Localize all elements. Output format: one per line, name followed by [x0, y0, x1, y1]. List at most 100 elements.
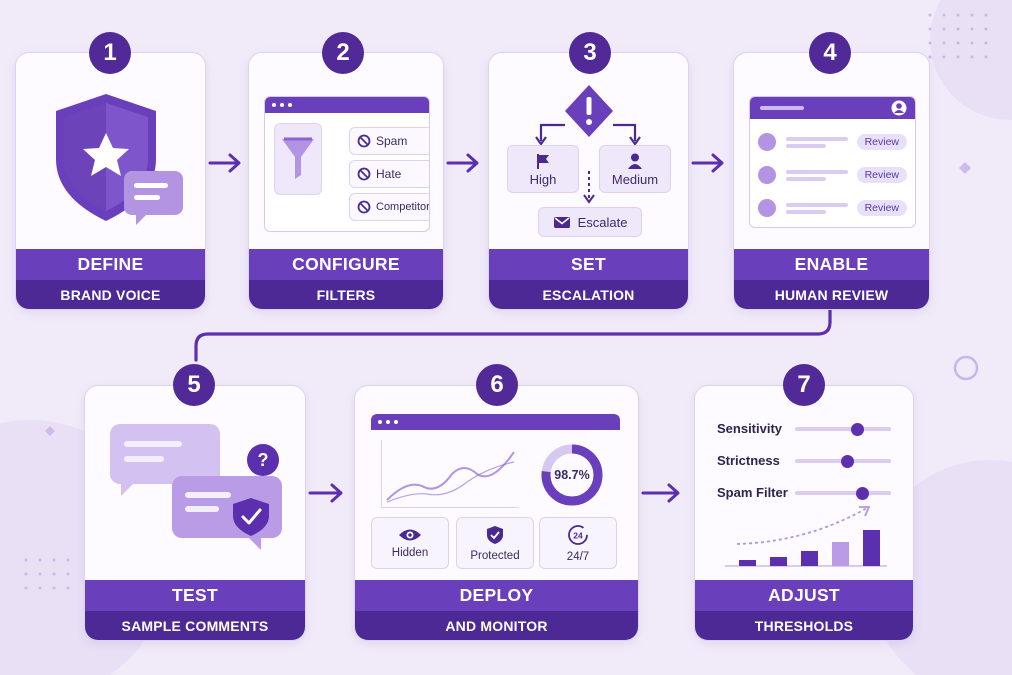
step-7-card: Sensitivity Strictness Spam Filter ADJUS… — [694, 385, 914, 641]
trend-arrowhead — [859, 506, 871, 517]
step-7-title: ADJUST — [695, 580, 913, 611]
funnel-icon — [282, 137, 314, 179]
step-2-subtitle: FILTERS — [249, 280, 443, 309]
slider-strictness[interactable] — [795, 454, 891, 468]
flag-icon — [537, 153, 549, 169]
slider-spam-filter[interactable] — [795, 486, 891, 500]
step-4-number: 4 — [809, 32, 851, 74]
arrow-right-icon — [308, 483, 343, 503]
step-4-subtitle: HUMAN REVIEW — [734, 280, 929, 309]
step-2-banner: CONFIGURE FILTERS — [249, 249, 443, 309]
step-2-card: Spam Hate Competitors CONFIGURE FILTERS — [248, 52, 444, 310]
step-5-card: ? TEST SAMPLE COMMENTS — [84, 385, 306, 641]
review-window: Review Review Review — [749, 96, 916, 228]
trend-arrow — [736, 507, 868, 545]
step-7-subtitle: THRESHOLDS — [695, 611, 913, 640]
ban-icon — [357, 167, 371, 181]
step-4-banner: ENABLE HUMAN REVIEW — [734, 249, 929, 309]
monitor-window: 98.7% — [371, 414, 620, 569]
ban-icon — [357, 200, 371, 214]
review-button[interactable]: Review — [856, 200, 907, 216]
uptime-percent: 98.7% — [554, 468, 590, 482]
step-6-banner: DEPLOY AND MONITOR — [355, 580, 638, 640]
trend-chart — [381, 440, 519, 508]
growth-bar — [863, 530, 880, 566]
clock-24-icon: 24 — [568, 524, 588, 545]
review-row: Review — [758, 129, 907, 155]
step-7-banner: ADJUST THRESHOLDS — [695, 580, 913, 640]
filter-item-spam[interactable]: Spam — [349, 127, 429, 155]
dot-grid — [928, 13, 988, 59]
arrow-right-icon — [691, 153, 724, 173]
review-row: Review — [758, 195, 907, 221]
shield-star-icon — [56, 94, 183, 225]
trend-line — [386, 451, 515, 503]
step-7-number: 7 — [783, 364, 825, 406]
arrow-right-icon — [208, 153, 241, 173]
step-3-card: High Medium Escalate SET ESCALATION — [488, 52, 689, 310]
growth-bar — [770, 557, 787, 566]
step-2-title: CONFIGURE — [249, 249, 443, 280]
step-5-banner: TEST SAMPLE COMMENTS — [85, 580, 305, 640]
step-6-card: 98.7% Hidden Protected 24 24/7 DEPLOY AN… — [354, 385, 639, 641]
slider-knob[interactable] — [855, 486, 869, 500]
filter-item-competitors[interactable]: Competitors — [349, 193, 429, 221]
user-avatar-icon[interactable] — [891, 100, 907, 116]
step-5-number: 5 — [173, 364, 215, 406]
donut-chart — [541, 444, 603, 506]
step-1-number: 1 — [89, 32, 131, 74]
review-button[interactable]: Review — [856, 134, 907, 150]
stat-always-on: 24 24/7 — [539, 517, 617, 569]
step-6-number: 6 — [476, 364, 518, 406]
priority-medium[interactable]: Medium — [599, 145, 671, 193]
priority-high[interactable]: High — [507, 145, 579, 193]
slider-label-sensitivity: Sensitivity — [717, 421, 783, 436]
avatar — [758, 166, 776, 184]
step-1-card: DEFINE BRAND VOICE — [15, 52, 206, 310]
clock-24-glyph: 24 — [573, 530, 583, 540]
shield-check-icon — [487, 525, 503, 544]
mail-icon — [553, 216, 570, 228]
slider-label-strictness: Strictness — [717, 453, 780, 468]
step-3-subtitle: ESCALATION — [489, 280, 688, 309]
step-6-title: DEPLOY — [355, 580, 638, 611]
step-4-title: ENABLE — [734, 249, 929, 280]
growth-bar — [801, 551, 818, 566]
slider-sensitivity[interactable] — [795, 422, 891, 436]
step-6-subtitle: AND MONITOR — [355, 611, 638, 640]
slider-label-spam-filter: Spam Filter — [717, 485, 788, 500]
arrow-right-icon — [641, 483, 680, 503]
ban-icon — [357, 134, 371, 148]
step-4-card: Review Review Review ENABLE HUMAN REVIEW — [733, 52, 930, 310]
step-3-banner: SET ESCALATION — [489, 249, 688, 309]
svg-text:?: ? — [258, 450, 269, 470]
escalate-button[interactable]: Escalate — [538, 207, 642, 237]
step-5-subtitle: SAMPLE COMMENTS — [85, 611, 305, 640]
eye-icon — [399, 529, 421, 540]
filter-item-hate[interactable]: Hate — [349, 160, 429, 188]
growth-bar — [739, 560, 756, 566]
step-3-number: 3 — [569, 32, 611, 74]
step-1-title: DEFINE — [16, 249, 205, 280]
stat-protected: Protected — [456, 517, 534, 569]
growth-bar-chart — [725, 506, 887, 567]
step-3-title: SET — [489, 249, 688, 280]
review-row: Review — [758, 162, 907, 188]
review-button[interactable]: Review — [856, 167, 907, 183]
slider-knob[interactable] — [841, 454, 855, 468]
filters-window: Spam Hate Competitors — [264, 96, 430, 232]
step-5-title: TEST — [85, 580, 305, 611]
escalation-flow — [535, 85, 641, 204]
step-1-banner: DEFINE BRAND VOICE — [16, 249, 205, 309]
growth-bar — [832, 542, 849, 566]
avatar — [758, 199, 776, 217]
avatar — [758, 133, 776, 151]
person-icon — [628, 153, 642, 169]
chat-bubbles-icon: ? — [110, 424, 282, 550]
arrow-right-icon — [446, 153, 479, 173]
slider-knob[interactable] — [850, 422, 864, 436]
step-2-number: 2 — [322, 32, 364, 74]
step-1-subtitle: BRAND VOICE — [16, 280, 205, 309]
row-connector — [194, 308, 832, 362]
stat-hidden: Hidden — [371, 517, 449, 569]
